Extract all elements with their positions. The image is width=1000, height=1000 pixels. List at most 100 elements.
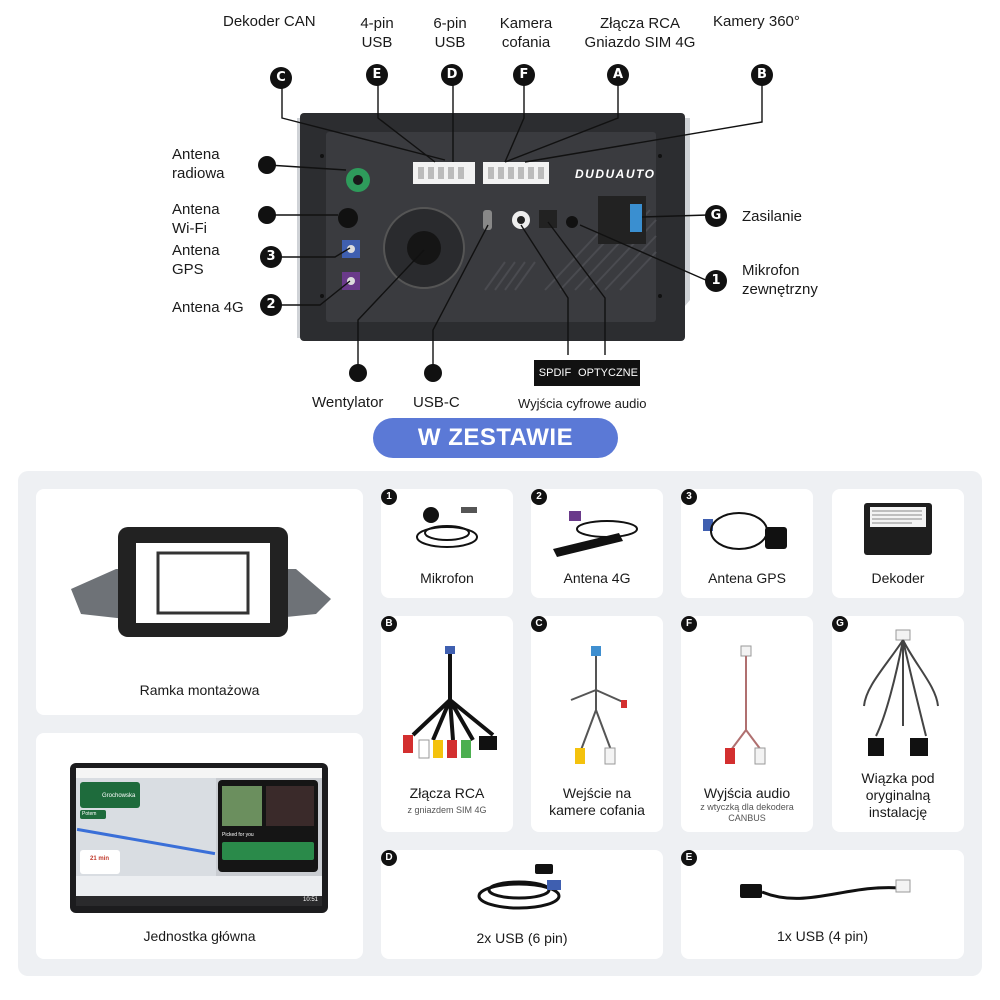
label-usb4-line1: 4-pin: [360, 15, 394, 32]
label-usbc: USB-C: [413, 394, 460, 411]
card-frame-caption: Ramka montażowa: [139, 682, 260, 698]
card-badge-e: E: [681, 850, 697, 866]
badge-g: G: [705, 205, 727, 227]
frame-image: [71, 527, 331, 637]
badge-d: D: [441, 64, 463, 86]
media-widget: Picked for you: [218, 780, 318, 872]
badge-f: F: [513, 64, 535, 86]
card-decoder-caption: Dekoder: [871, 570, 925, 586]
card-badge-d: D: [381, 850, 397, 866]
widget-row: [76, 876, 322, 896]
card-usb6: D 2x USB (6 pin): [381, 850, 663, 959]
dock-bar: 10:51: [76, 896, 322, 906]
label-gps-line2: GPS: [172, 261, 204, 278]
card-badge-3: 3: [681, 489, 697, 505]
card-head-unit: Grochowska Potem 21 min Picked for you 1…: [36, 733, 363, 959]
card-mic: 1 Mikrofon: [381, 489, 513, 598]
card-usb4: E 1x USB (4 pin): [681, 850, 964, 959]
badge-e: E: [366, 64, 388, 86]
card-audio-sub2: CANBUS: [728, 813, 766, 823]
tag-spdif: SPDIF: [534, 360, 576, 386]
card-4g-caption: Antena 4G: [563, 570, 631, 586]
label-camera: Kamera cofania: [488, 14, 564, 52]
card-mic-caption: Mikrofon: [420, 570, 474, 586]
label-usb4: 4-pin USB: [346, 14, 408, 52]
label-usb6: 6-pin USB: [419, 14, 481, 52]
harness-image: [863, 629, 939, 756]
usb4-image: [740, 879, 911, 900]
badge-c: C: [270, 67, 292, 89]
dot-radio: [258, 156, 276, 174]
label-rca: Złącza RCA Gniazdo SIM 4G: [574, 14, 706, 52]
nav-then: Potem: [80, 810, 106, 819]
label-rca-line1: Złącza RCA: [599, 15, 681, 32]
decoder-image: [864, 503, 932, 555]
card-audio-caption: Wyjścia audio: [703, 785, 791, 801]
label-usb6-line2: USB: [434, 34, 466, 51]
card-camera-line2: kamere cofania: [549, 802, 645, 818]
card-harness-line1: Wiązka pod: [861, 770, 935, 786]
card-usb4-caption: 1x USB (4 pin): [776, 928, 869, 944]
card-head-unit-caption: Jednostka główna: [143, 928, 256, 944]
card-badge-b: B: [381, 616, 397, 632]
card-harness-line3: instalację: [868, 804, 928, 820]
label-wentylator: Wentylator: [312, 394, 384, 411]
label-dekoder-can: Dekoder CAN: [223, 13, 316, 30]
card-harness-caption: Wiązka pod oryginalną instalację: [832, 770, 964, 821]
antenna-4g-image: [553, 511, 638, 557]
card-camera-caption: Wejście na kamere cofania: [531, 785, 663, 819]
badge-a: A: [607, 64, 629, 86]
card-badge-1: 1: [381, 489, 397, 505]
label-camera-line1: Kamera: [499, 15, 553, 32]
label-radio-antenna: Antena radiowa: [172, 145, 225, 183]
label-wifi-line1: Antena: [172, 201, 220, 218]
audio-harness-image: [725, 645, 766, 765]
card-decoder: Dekoder: [832, 489, 964, 598]
badge-1: 1: [705, 270, 727, 292]
label-zasilanie: Zasilanie: [742, 208, 803, 225]
album-grid-2: [266, 786, 314, 826]
nav-map: Grochowska Potem 21 min: [76, 778, 216, 876]
mic-image: [416, 507, 478, 548]
player-title: Picked for you: [222, 832, 254, 838]
label-gps-line1: Antena: [172, 242, 220, 259]
head-unit-screen: Grochowska Potem 21 min Picked for you 1…: [76, 768, 322, 906]
antenna-gps-image: [703, 512, 787, 550]
label-radio-line2: radiowa: [172, 165, 225, 182]
badge-3: 3: [260, 246, 282, 268]
badge-2: 2: [260, 294, 282, 316]
brand-label: DUDUAUTO: [575, 167, 655, 181]
player-card: [222, 842, 314, 860]
dot-usbc: [424, 364, 442, 382]
card-audio-sub1: z wtyczką dla dekodera: [700, 802, 794, 812]
label-mic-line1: Mikrofon: [742, 262, 800, 279]
label-usb6-line1: 6-pin: [433, 15, 467, 32]
head-unit-image: Grochowska Potem 21 min Picked for you 1…: [70, 763, 328, 913]
nav-then-label: Potem: [82, 811, 97, 817]
card-audio: F Wyjścia audio z wtyczką dla dekodera C…: [681, 616, 813, 832]
label-radio-line1: Antena: [172, 146, 220, 163]
label-rca-line2: Gniazdo SIM 4G: [584, 34, 696, 51]
status-bar: [76, 768, 322, 778]
label-wifi-line2: Wi-Fi: [172, 220, 207, 237]
eta-box: 21 min: [80, 850, 120, 874]
card-harness: G Wiązka pod oryginalną instalację: [832, 616, 964, 832]
dot-fan: [349, 364, 367, 382]
tag-optyczne: OPTYCZNE: [576, 360, 640, 386]
label-4g-antenna: Antena 4G: [172, 299, 244, 316]
label-camera-line2: cofania: [501, 34, 551, 51]
camera-harness-image: [570, 646, 627, 765]
card-rca-sub: z gniazdem SIM 4G: [407, 805, 487, 815]
card-camera: C Wejście na kamere cofania: [531, 616, 663, 832]
rca-image: [403, 646, 497, 759]
card-frame: Ramka montażowa: [36, 489, 363, 715]
card-rca-caption: Złącza RCA: [409, 785, 485, 801]
card-gps-caption: Antena GPS: [708, 570, 786, 586]
badge-b: B: [751, 64, 773, 86]
label-cam360: Kamery 360°: [713, 13, 800, 30]
card-badge-f: F: [681, 616, 697, 632]
dock-clock: 10:51: [302, 897, 318, 903]
nav-street: Grochowska: [102, 793, 136, 799]
head-unit-back-panel: [297, 113, 690, 341]
card-camera-line1: Wejście na: [562, 785, 632, 801]
